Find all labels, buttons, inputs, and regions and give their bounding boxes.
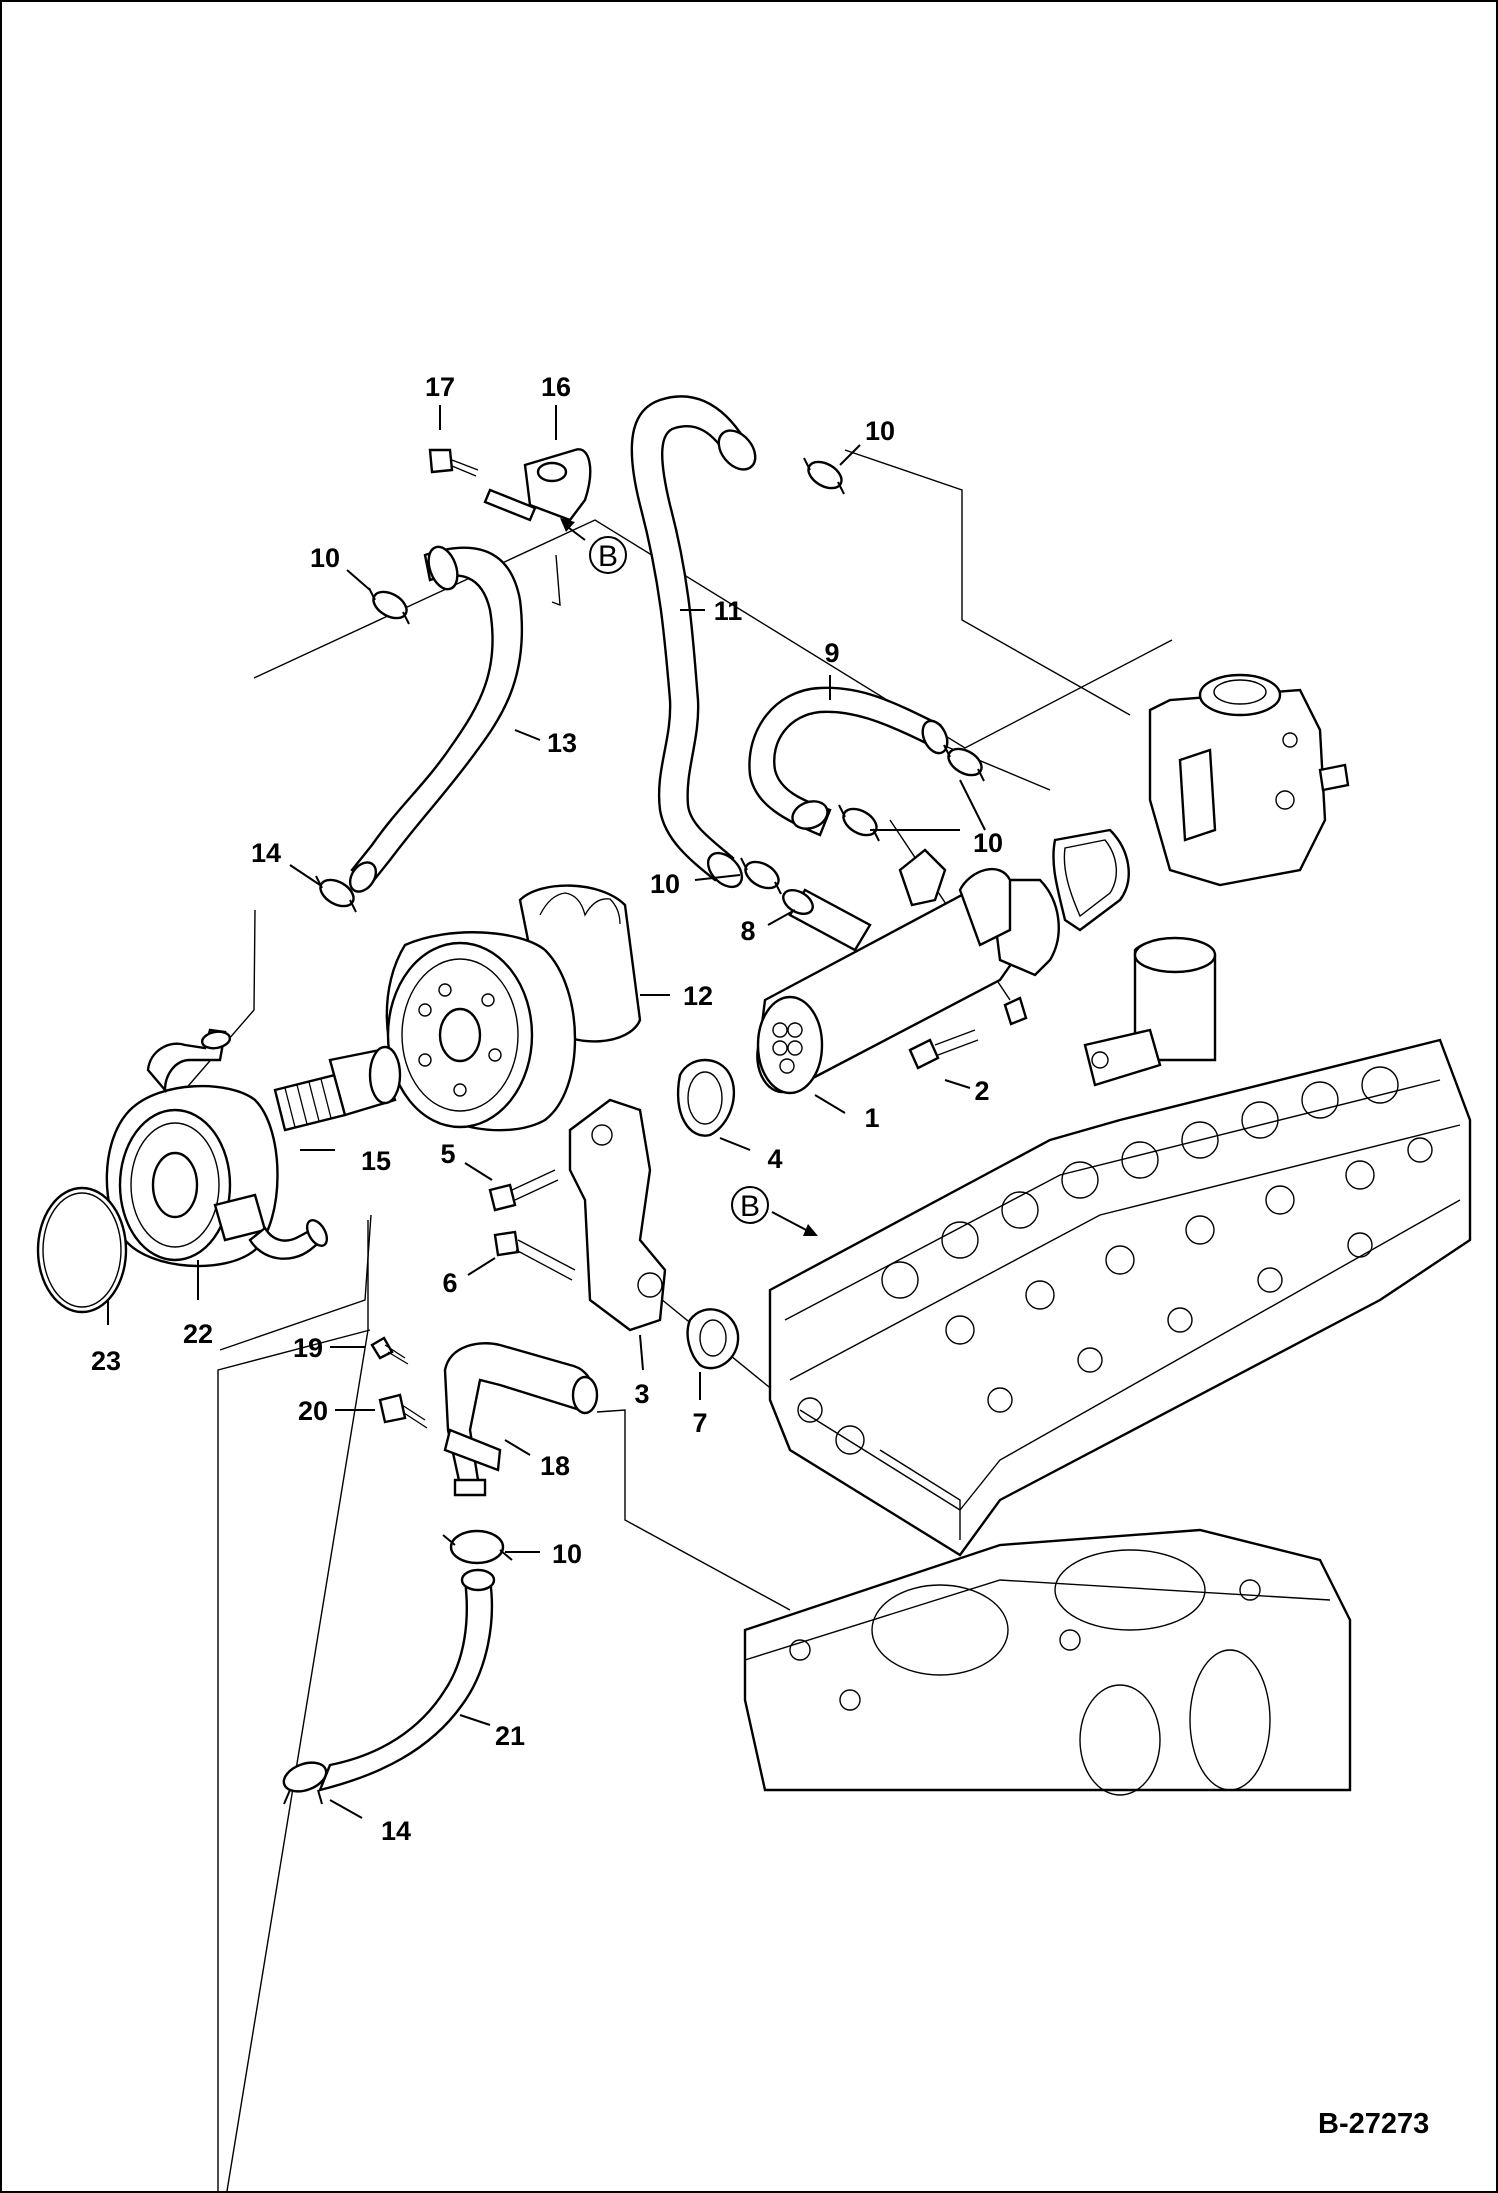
label-3: 3 [634,1379,649,1409]
label-14b: 14 [381,1816,411,1846]
label-10c: 10 [973,828,1003,858]
label-9: 9 [824,638,839,668]
hose-21 [318,1568,496,1792]
clamp-16 [483,448,592,522]
label-23: 23 [91,1346,121,1376]
label-8: 8 [740,916,755,946]
figure-reference-code: B-27273 [1318,2108,1430,2140]
part-number-labels: 17 16 10 10 11 9 13 10 14 10 8 12 2 1 4 … [91,372,1003,1846]
hose-clamps [282,457,985,1805]
egr-gasket [1052,828,1130,932]
label-12: 12 [683,981,713,1011]
hose-8 [782,888,872,952]
pipe-18 [443,1342,599,1497]
bracket-3 [568,1098,667,1332]
bolt-19 [370,1336,409,1365]
label-19: 19 [293,1333,323,1363]
bolt-17 [428,448,479,477]
gasket-7 [686,1308,740,1370]
assembly-lines [149,449,1173,2193]
svg-text:B: B [740,1190,760,1223]
label-2: 2 [974,1076,989,1106]
bolt-5 [488,1169,559,1212]
label-10d: 10 [650,869,680,899]
bolt-6 [493,1230,576,1281]
label-5: 5 [440,1139,455,1169]
bolt-20 [378,1393,428,1429]
label-15: 15 [361,1146,391,1176]
label-11: 11 [714,596,743,626]
bolt-2 [908,1029,979,1070]
label-10b: 10 [310,543,340,573]
label-18: 18 [540,1451,570,1481]
view-marker-b-upper: B [560,518,627,574]
label-13: 13 [547,728,577,758]
gasket-4 [676,1058,736,1137]
hose-9 [748,686,949,837]
engine-block [743,1528,1352,1796]
fitting-15 [273,1045,402,1132]
hose-13 [348,545,524,893]
label-17: 17 [425,372,455,402]
label-22: 22 [183,1319,213,1349]
hose-11 [630,395,757,889]
label-6: 6 [442,1268,457,1298]
view-marker-b-lower: B [731,1186,818,1236]
label-14a: 14 [251,838,281,868]
egr-cooler-1 [756,848,1060,1095]
label-10a: 10 [865,416,895,446]
label-21: 21 [495,1721,525,1751]
label-1: 1 [864,1103,879,1133]
oil-filter-12 [385,884,642,1132]
oil-cooler-22 [105,1028,329,1268]
cylinder-head [768,1038,1472,1557]
label-16: 16 [541,372,571,402]
thermostat-housing [1083,936,1217,1087]
label-20: 20 [298,1396,328,1426]
label-7: 7 [692,1408,707,1438]
label-10e: 10 [552,1539,582,1569]
svg-text:B: B [598,540,618,573]
label-4: 4 [767,1144,782,1174]
egr-valve [1148,673,1350,887]
o-ring-23 [36,1186,128,1314]
